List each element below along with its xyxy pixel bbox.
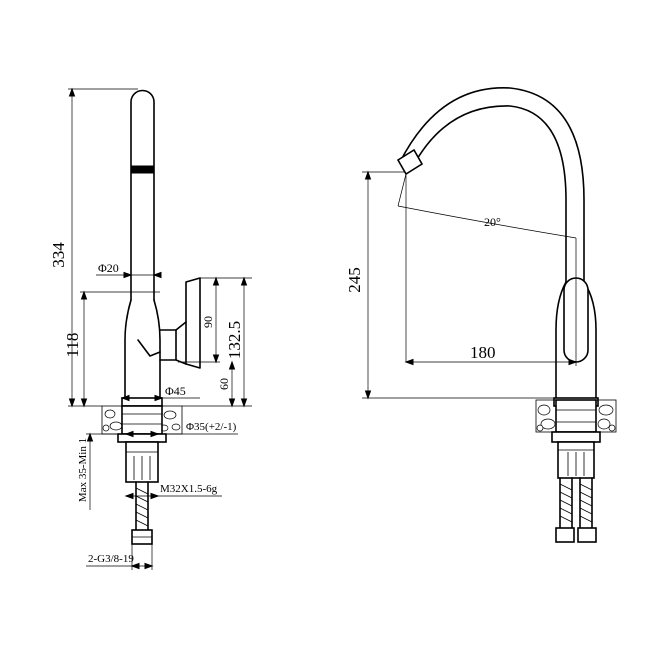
dim-total-height: 334 bbox=[49, 242, 68, 268]
dim-hose: 2-G3/8-19 bbox=[88, 553, 134, 565]
faucet-front-view: 245 20° 180 bbox=[345, 87, 617, 543]
dim-base-diameter: Φ45 bbox=[165, 384, 186, 398]
aerator-band bbox=[130, 165, 155, 174]
side-body-neck bbox=[124, 299, 161, 399]
side-handle-cap bbox=[185, 277, 201, 369]
dim-reach: 180 bbox=[470, 343, 496, 362]
front-clamp-nut bbox=[551, 431, 601, 443]
dim-spout-height: 245 bbox=[345, 267, 364, 293]
front-spout-outer bbox=[399, 87, 585, 283]
faucet-side-view: 334 Φ20 118 90 132.5 60 Φ45 bbox=[49, 87, 252, 570]
side-handle-lever bbox=[159, 329, 177, 361]
dim-counter: Max 35-Min 1 bbox=[77, 438, 89, 502]
dim-angle: 20° bbox=[484, 215, 501, 229]
dim-body: 132.5 bbox=[225, 321, 244, 359]
front-hoses bbox=[555, 477, 597, 543]
front-spout-inner bbox=[411, 105, 567, 283]
dim-pipe-diameter: Φ20 bbox=[98, 261, 119, 275]
dim-hole: Φ35(+2/-1) bbox=[186, 421, 237, 433]
dim-thread: M32X1.5-6g bbox=[160, 483, 218, 495]
dim-handle: 90 bbox=[201, 316, 215, 328]
dim-lower-height: 118 bbox=[63, 333, 82, 358]
side-spout-pipe bbox=[130, 89, 155, 301]
side-countertop bbox=[101, 405, 183, 435]
front-aerator bbox=[396, 148, 424, 176]
side-hose bbox=[131, 481, 153, 545]
dim-base-height: 60 bbox=[217, 378, 231, 390]
side-clamp-nut bbox=[117, 433, 167, 443]
